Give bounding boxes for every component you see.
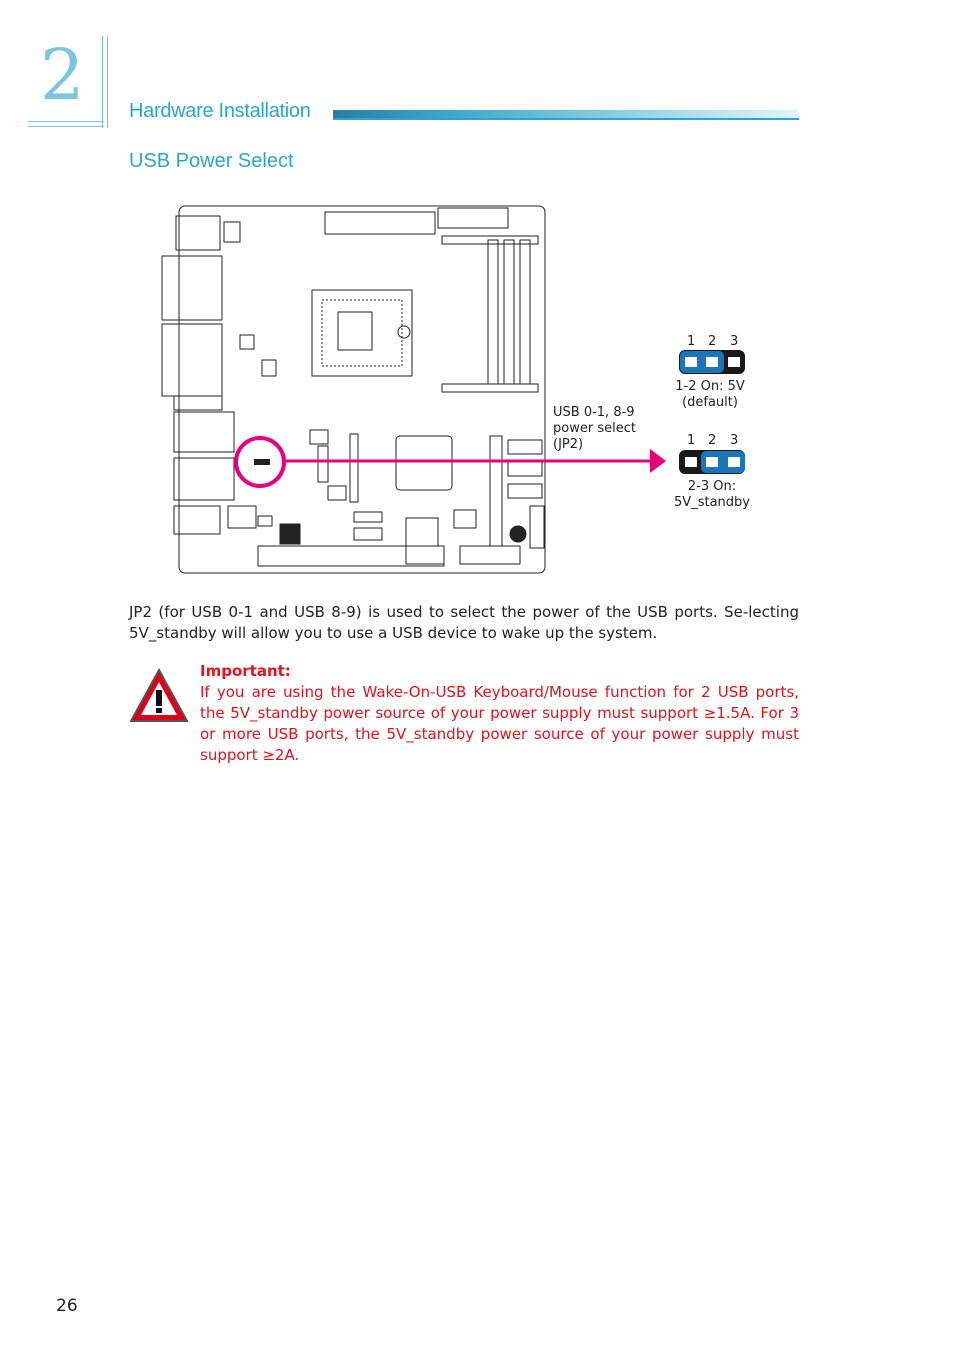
pin-number: 3 bbox=[730, 433, 739, 448]
chapter-number: 2 bbox=[40, 34, 85, 116]
important-heading: Important: bbox=[200, 662, 291, 680]
page-number: 26 bbox=[56, 1296, 78, 1316]
jumper-caption-line: 2-3 On: bbox=[687, 479, 737, 494]
board-outline bbox=[178, 205, 546, 574]
chapter-divider-horizontal bbox=[28, 121, 104, 127]
jumper-setting-1-2 bbox=[679, 350, 745, 374]
jumper-setting-2-3 bbox=[679, 450, 745, 474]
chapter-divider-vertical bbox=[102, 36, 108, 128]
pin-number: 2 bbox=[708, 433, 717, 448]
warning-icon bbox=[129, 668, 189, 722]
pin-number: 2 bbox=[708, 334, 717, 349]
callout-line: power select bbox=[553, 421, 636, 436]
callout-line: (JP2) bbox=[553, 437, 584, 452]
pin-number: 1 bbox=[687, 433, 696, 448]
motherboard-diagram bbox=[161, 205, 745, 574]
section-title-underline bbox=[333, 118, 799, 120]
jumper-caption-1: 1-2 On: 5V (default) bbox=[660, 379, 760, 411]
section-title-bar bbox=[333, 110, 799, 119]
jumper-caption-line: (default) bbox=[682, 395, 738, 410]
section-title: Hardware Installation bbox=[129, 100, 311, 122]
jumper-caption-line: 5V_standby bbox=[674, 495, 750, 510]
pin-number: 3 bbox=[730, 334, 739, 349]
jumper-caption-line: 1-2 On: 5V bbox=[675, 379, 745, 394]
body-paragraph: JP2 (for USB 0-1 and USB 8-9) is used to… bbox=[129, 603, 799, 642]
subsection-title: USB Power Select bbox=[129, 150, 294, 172]
callout-arrow-head bbox=[650, 449, 666, 473]
important-text: If you are using the Wake-On-USB Keyboar… bbox=[200, 683, 799, 764]
pin-number: 1 bbox=[687, 334, 696, 349]
jumper-caption-2: 2-3 On: 5V_standby bbox=[652, 479, 772, 511]
jp2-board-jumper bbox=[254, 459, 270, 465]
callout-line: USB 0-1, 8-9 bbox=[553, 405, 635, 420]
jp2-callout-label: USB 0-1, 8-9 power select (JP2) bbox=[553, 405, 636, 453]
